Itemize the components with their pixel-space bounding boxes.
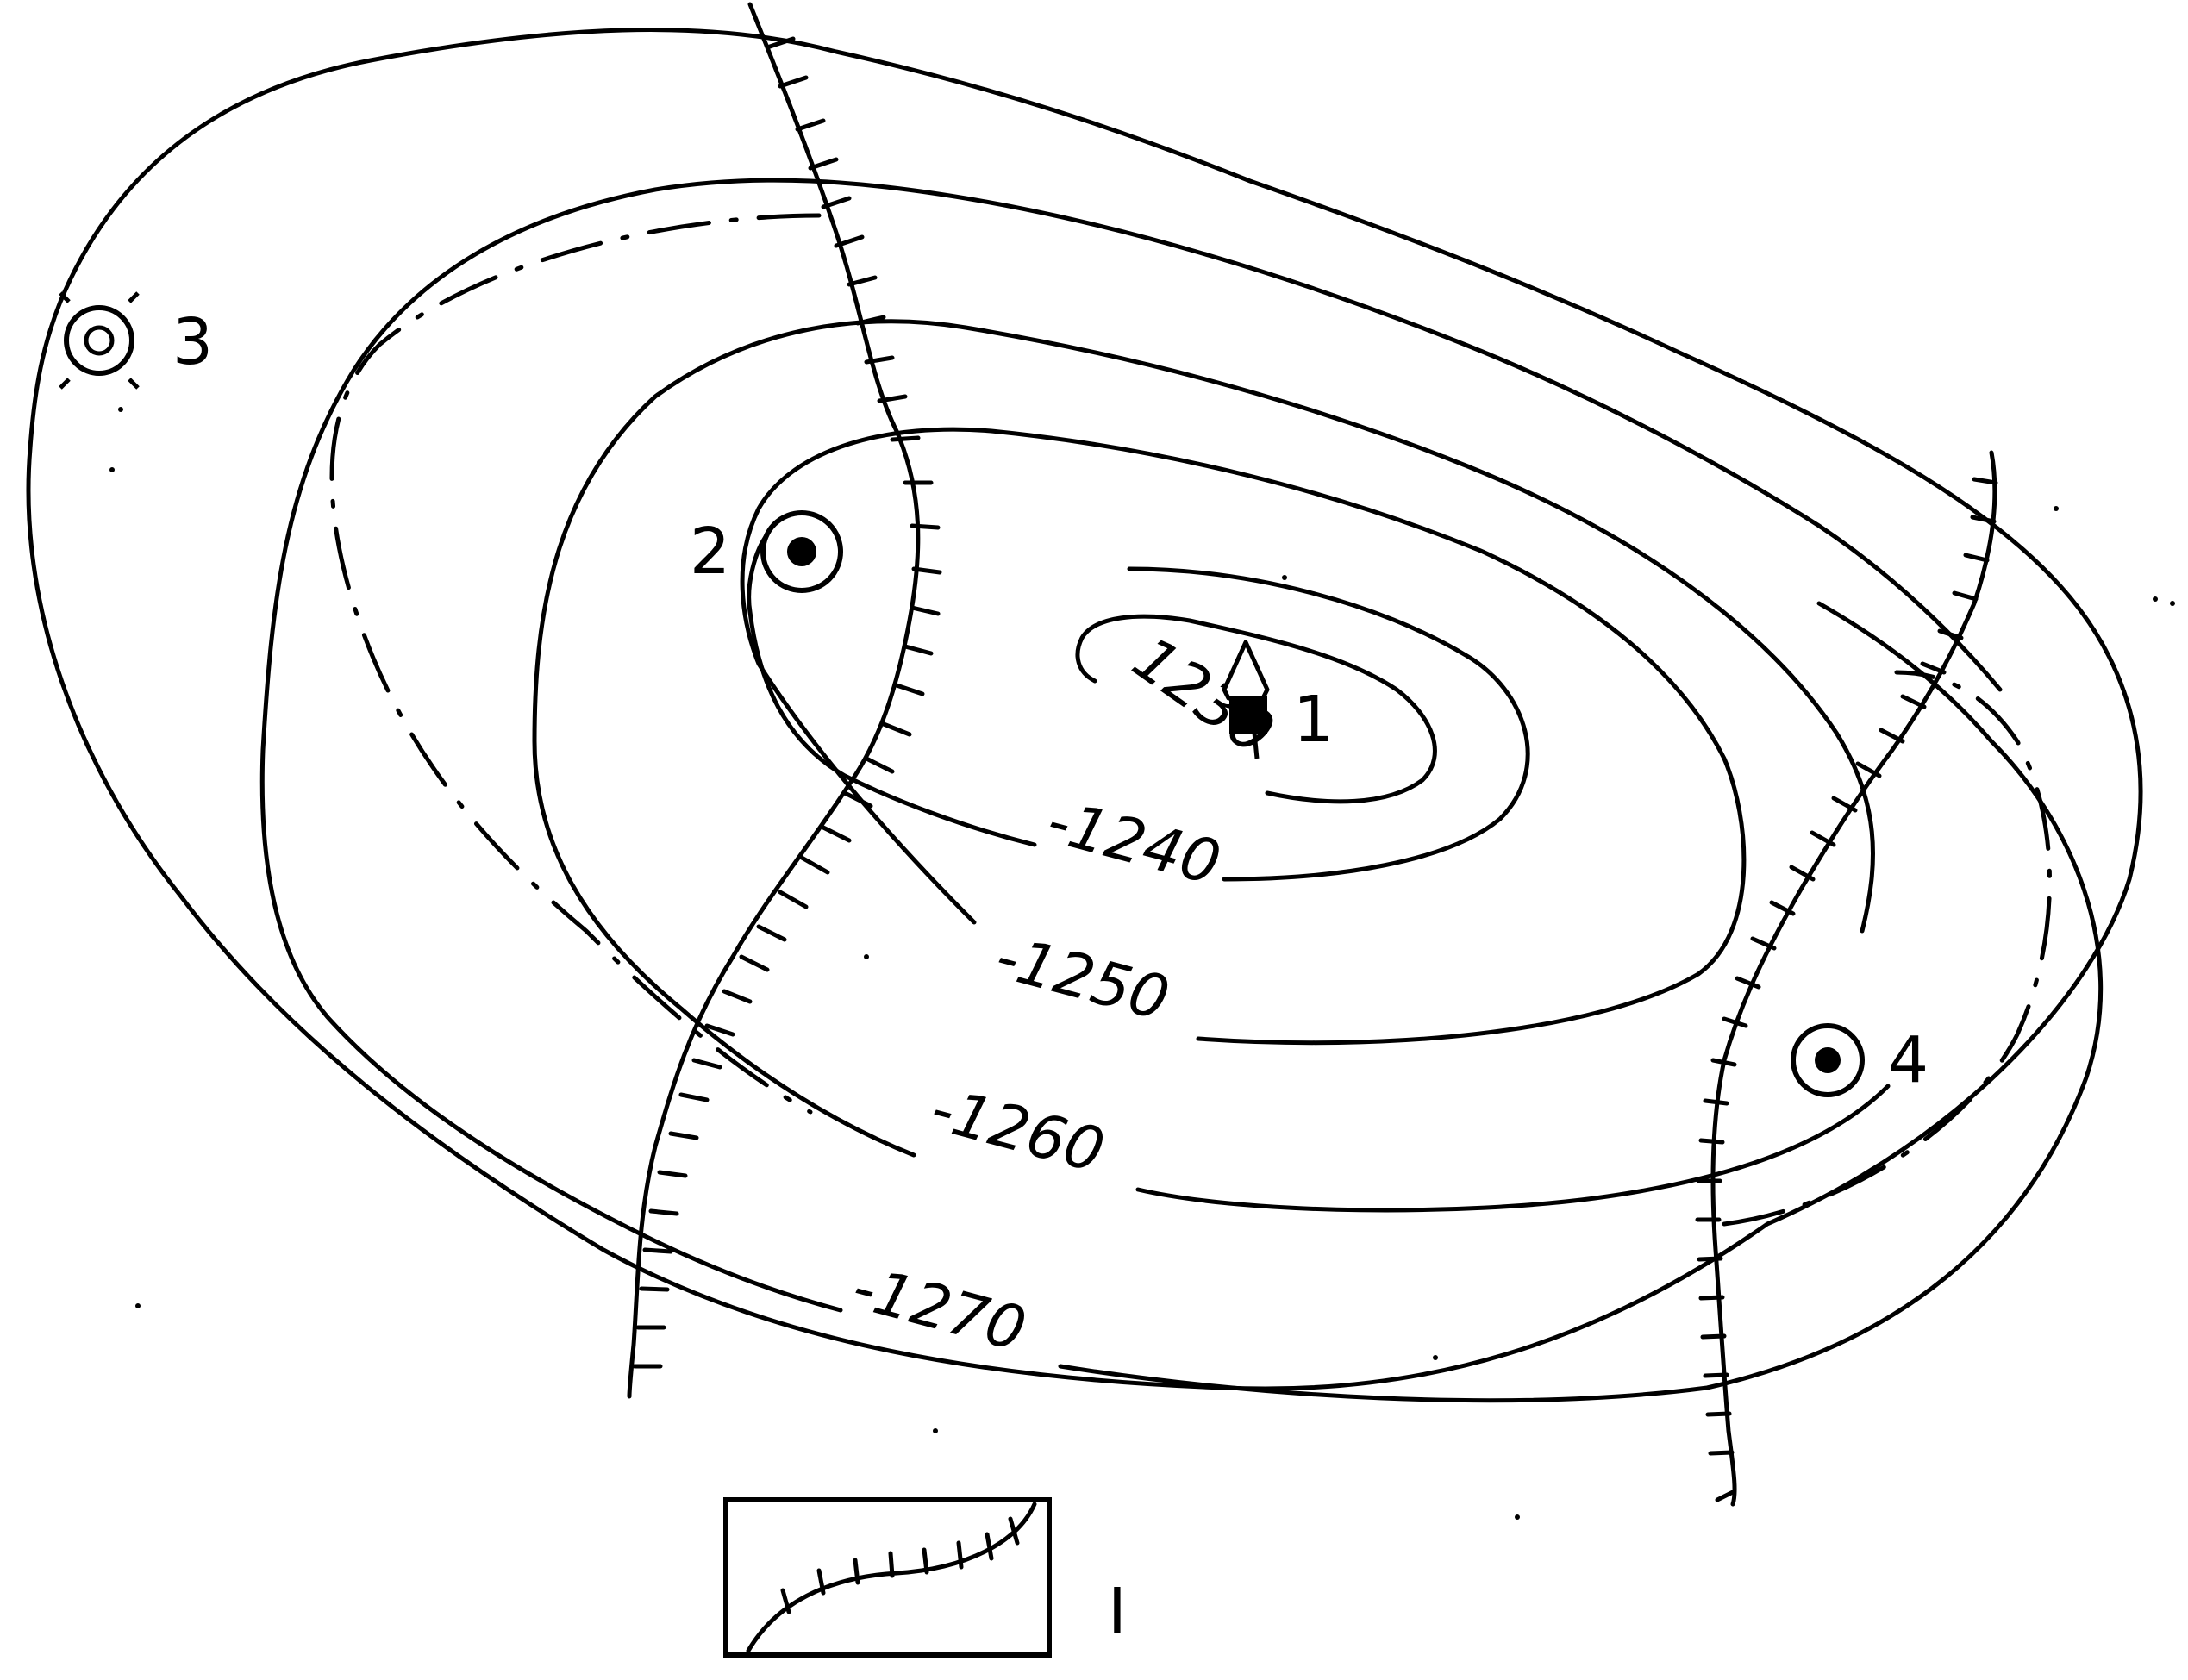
- well-2: 2: [690, 510, 843, 593]
- fault-ticks-left: [632, 36, 942, 1369]
- fault-ticks-right: [1695, 477, 1998, 1502]
- contour-1230: [1075, 614, 1437, 804]
- legend: I: [723, 1497, 1127, 1658]
- well-3-number: 3: [172, 305, 213, 379]
- contour-1240: [747, 532, 1530, 882]
- legend-label: I: [1108, 1575, 1127, 1649]
- contour-1250: [740, 427, 1747, 1046]
- outer-contour: [26, 28, 2143, 1391]
- well-4: 4: [1791, 1023, 1929, 1097]
- well-1: 1: [1222, 640, 1334, 759]
- contour-label-1260: -1260: [924, 1073, 1112, 1187]
- oil-well-icon: [1791, 1023, 1865, 1097]
- contour-label-1240: -1240: [1040, 785, 1228, 899]
- fault-line-icon: [746, 1502, 1037, 1653]
- legend-box: [723, 1497, 1052, 1658]
- oil-water-contact-contour: [329, 213, 2052, 1227]
- well-1-number: 1: [1293, 683, 1334, 757]
- contour-1260: [532, 319, 1891, 1213]
- fault-line-right: [1710, 450, 1997, 1507]
- oil-well-icon: [760, 510, 843, 593]
- well-4-number: 4: [1888, 1023, 1929, 1097]
- contour-1270: [259, 178, 2104, 1403]
- print-specks: [109, 407, 2175, 1520]
- producing-well-arrow-icon: [1222, 640, 1270, 701]
- contour-label-1250: -1250: [989, 921, 1177, 1034]
- well-2-number: 2: [690, 515, 730, 589]
- well-3: 3: [59, 291, 213, 390]
- dry-well-icon: [59, 291, 140, 390]
